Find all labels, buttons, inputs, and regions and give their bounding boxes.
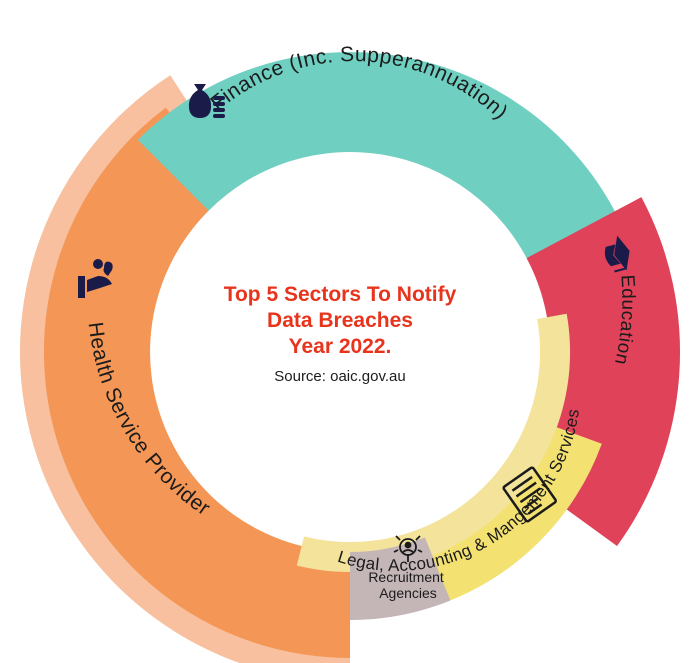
graduation-cap-icon <box>604 235 630 273</box>
hand-heart-icon <box>78 259 113 298</box>
recruitment-label-line-2: Agencies <box>379 585 437 601</box>
center-source: Source: oaic.gov.au <box>274 368 406 385</box>
money-bag-coins-icon <box>188 84 225 118</box>
recruiter-network-icon <box>393 535 423 562</box>
health-segment <box>43 107 351 659</box>
legal-document-icon <box>502 466 557 523</box>
finance-segment <box>137 52 620 265</box>
recruitment-label: Recruitment Agencies <box>368 569 447 601</box>
legal-segment <box>296 313 571 573</box>
center-title-line-3: Year 2022. <box>288 335 392 358</box>
recruitment-segment <box>350 537 451 621</box>
recruitment-label-line-1: Recruitment <box>368 569 444 585</box>
center-title-line-1: Top 5 Sectors To Notify <box>223 283 457 306</box>
center-title: Top 5 Sectors To Notify Data Breaches Ye… <box>190 282 490 360</box>
legal-outer-segment <box>418 420 602 604</box>
center-title-line-2: Data Breaches <box>267 309 413 332</box>
